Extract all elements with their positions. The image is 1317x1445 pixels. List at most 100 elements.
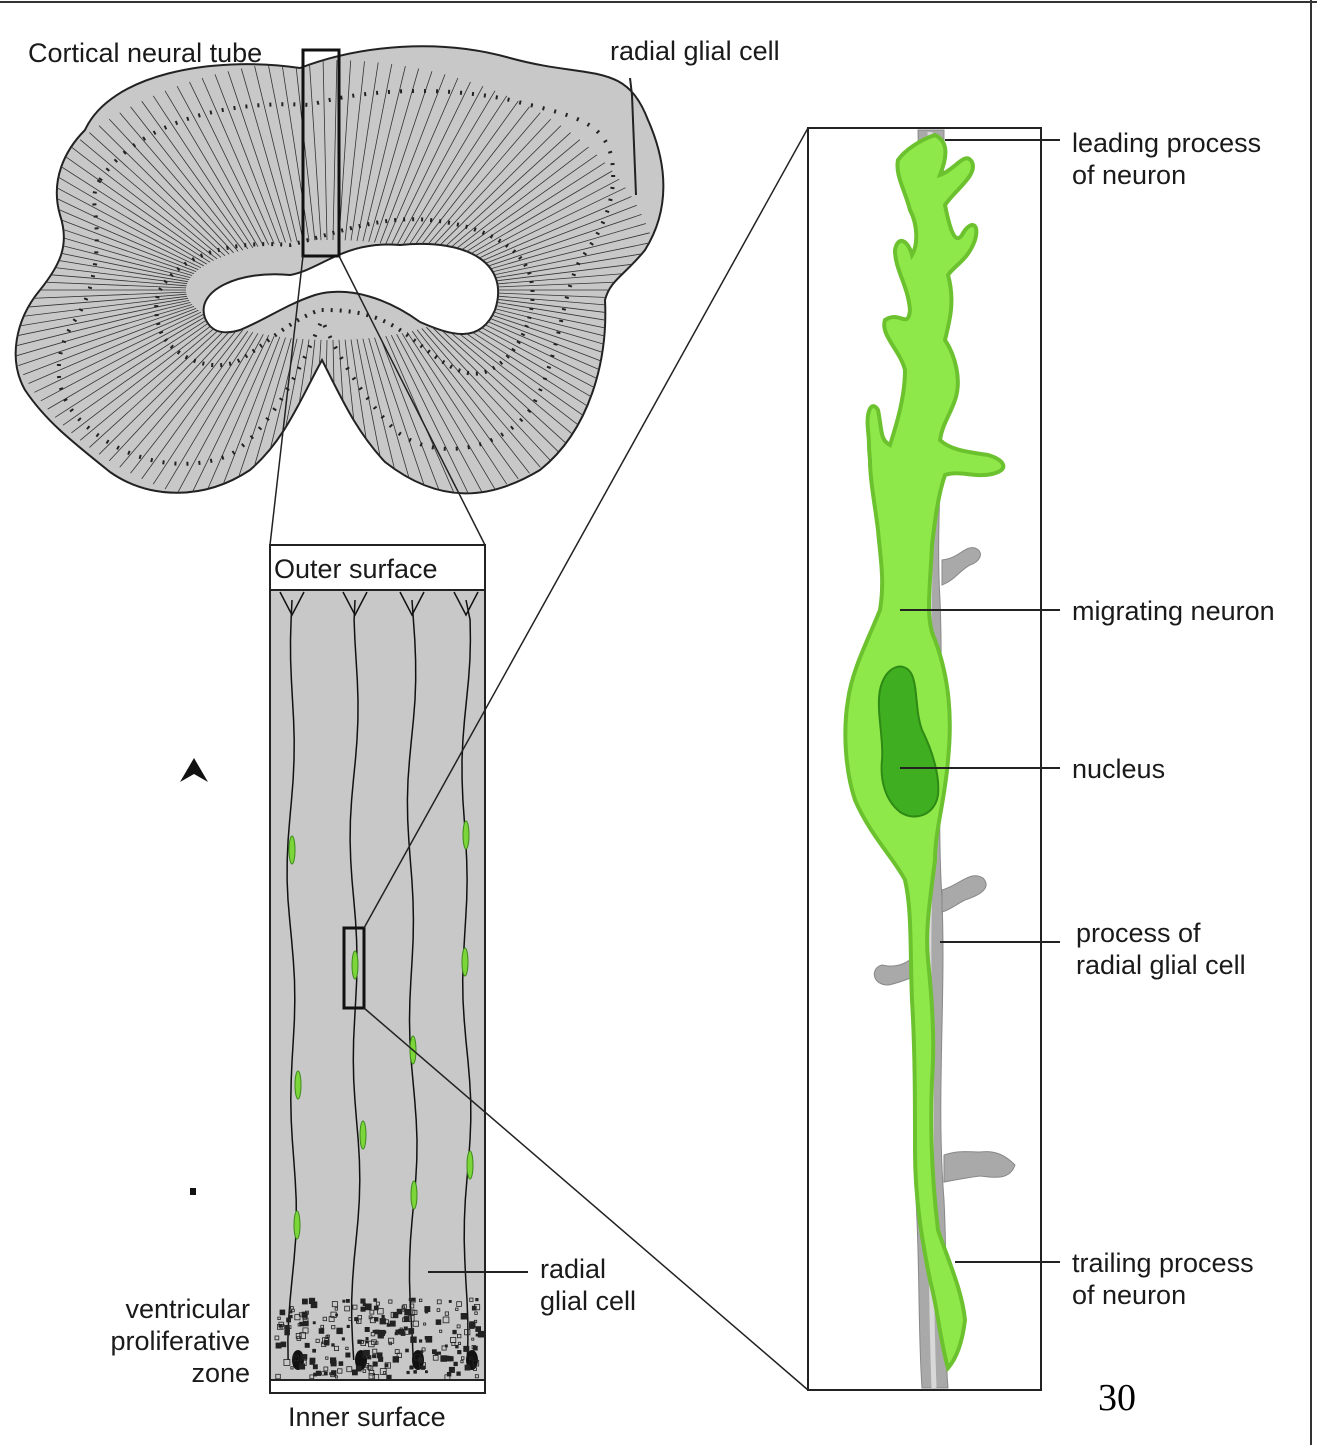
- ventricular-cell: [342, 1338, 344, 1340]
- ventricular-cell: [449, 1300, 451, 1302]
- ventricular-cell: [280, 1310, 285, 1315]
- ventricular-cell: [405, 1309, 411, 1315]
- ventricular-cell: [411, 1337, 417, 1343]
- ventricular-cell: [406, 1349, 409, 1352]
- ventricular-cell: [366, 1338, 368, 1340]
- ventricular-cell: [286, 1325, 289, 1328]
- migrating-neuron-label: migrating neuron: [1072, 596, 1275, 626]
- ventricular-cell: [412, 1298, 415, 1301]
- ventricular-cell: [313, 1349, 316, 1352]
- ventricular-label-line3: zone: [191, 1358, 250, 1388]
- ventricular-cell: [346, 1353, 350, 1357]
- ventricular-cell: [309, 1298, 314, 1303]
- trailing-process-line2: of neuron: [1072, 1280, 1186, 1310]
- ventricular-cell: [361, 1307, 365, 1311]
- small-migrating-neuron: [289, 836, 295, 864]
- ventricular-cell: [300, 1322, 304, 1326]
- ventricular-cell: [458, 1350, 461, 1353]
- ventricular-cell: [374, 1299, 377, 1302]
- glial-process-line2: radial glial cell: [1076, 950, 1246, 980]
- ventricular-cell: [374, 1306, 378, 1310]
- ventricular-cell: [476, 1334, 478, 1336]
- ventricular-cell: [380, 1319, 386, 1325]
- leading-process-line1: leading process: [1072, 128, 1261, 158]
- ventricular-cell: [313, 1322, 315, 1324]
- ventricular-cell: [453, 1330, 457, 1334]
- small-migrating-neuron: [352, 951, 358, 979]
- cortex-column-panel: [270, 545, 485, 1393]
- small-migrating-neuron: [294, 1211, 300, 1239]
- outer-surface-label: Outer surface: [274, 554, 438, 584]
- inner-surface-label: Inner surface: [288, 1402, 446, 1432]
- page-number: 30: [1098, 1377, 1136, 1419]
- arrowhead-mark: [180, 758, 208, 782]
- ventricular-cell: [457, 1372, 461, 1376]
- ventricular-cell: [401, 1332, 405, 1336]
- ventricular-cell: [472, 1306, 476, 1310]
- ventricular-cell: [390, 1321, 395, 1326]
- ventricular-cell: [313, 1365, 317, 1369]
- ventricular-cell: [365, 1304, 371, 1310]
- ventricular-cell: [426, 1336, 432, 1342]
- ventricular-cell: [382, 1315, 384, 1317]
- ventricular-cell: [302, 1312, 307, 1317]
- ventricular-cell: [419, 1340, 421, 1342]
- ventricular-cell: [373, 1362, 377, 1366]
- ventricular-cell: [358, 1340, 362, 1344]
- ventricular-cell: [276, 1343, 281, 1348]
- ventricular-cell: [290, 1311, 292, 1313]
- ventricular-cell: [385, 1364, 388, 1367]
- small-migrating-neuron: [467, 1151, 473, 1179]
- ventricular-cell: [346, 1299, 349, 1302]
- ventricular-cell: [337, 1328, 343, 1334]
- ventricular-cell: [361, 1299, 365, 1303]
- ventricular-cell: [436, 1320, 441, 1325]
- ventricular-cell: [449, 1367, 454, 1372]
- ventricular-cell: [425, 1371, 427, 1373]
- ventricular-cell: [445, 1345, 447, 1347]
- ventricular-cell: [310, 1358, 315, 1363]
- nucleus-label: nucleus: [1072, 754, 1165, 784]
- cortical-neural-tube-label: Cortical neural tube: [28, 38, 262, 68]
- column-panel-tissue: [270, 590, 485, 1380]
- ventricular-cell: [476, 1298, 478, 1300]
- small-migrating-neuron: [463, 821, 469, 849]
- ventricular-cell: [456, 1345, 459, 1348]
- ventricular-cell: [339, 1362, 343, 1366]
- ventricular-cell: [374, 1318, 378, 1322]
- radial-glial-lower-line1: radial: [540, 1254, 606, 1284]
- small-migrating-neuron: [295, 1071, 301, 1099]
- ventricular-cell: [347, 1325, 349, 1327]
- ventricular-cell: [393, 1313, 398, 1318]
- ventricular-cell: [375, 1330, 379, 1334]
- ventricular-cell: [331, 1361, 336, 1366]
- ventricular-cell: [447, 1372, 451, 1376]
- ventricular-cell: [366, 1341, 368, 1343]
- ventricular-cell: [414, 1371, 417, 1374]
- ventricular-cell: [365, 1327, 369, 1331]
- ventricular-cell: [432, 1350, 436, 1354]
- ventricular-cell: [290, 1315, 293, 1318]
- ventricular-cell: [478, 1331, 484, 1337]
- ventricular-cell: [418, 1358, 422, 1362]
- neural-tube-cross-section: [0, 46, 663, 520]
- glial-process-line1: process of: [1076, 918, 1201, 948]
- small-migrating-neuron: [411, 1181, 417, 1209]
- ventricular-cell: [373, 1330, 375, 1332]
- radial-glial-cell-top-label: radial glial cell: [610, 36, 780, 66]
- small-migrating-neuron: [462, 948, 468, 976]
- ventricular-label-line1: ventricular: [125, 1294, 250, 1324]
- ventricular-cell: [473, 1346, 477, 1350]
- trailing-process-line1: trailing process: [1072, 1248, 1254, 1278]
- ventricular-cell: [303, 1355, 307, 1359]
- ventricular-cell: [332, 1344, 335, 1347]
- ventricular-cell: [279, 1325, 282, 1328]
- ventricular-cell: [446, 1356, 451, 1361]
- leading-process-line2: of neuron: [1072, 160, 1186, 190]
- ventricular-cell: [356, 1366, 361, 1371]
- ventricular-cell: [465, 1365, 470, 1370]
- ventricular-cell: [287, 1318, 291, 1322]
- ventricular-cell: [425, 1307, 430, 1312]
- ventricular-cell: [379, 1357, 383, 1361]
- ventricular-cell: [319, 1329, 324, 1334]
